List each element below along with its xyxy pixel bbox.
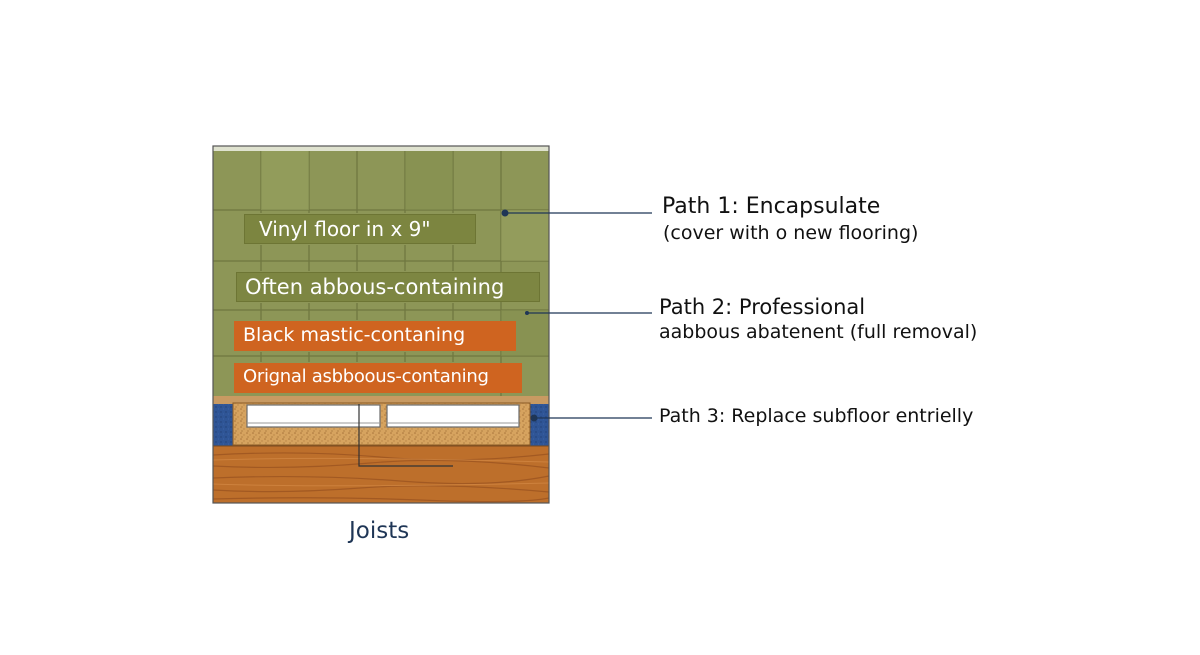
path-1-title: Path 1: Encapsulate xyxy=(662,194,881,219)
black-mastic-label: Black mastic-contaning xyxy=(234,321,516,351)
leader-line-path-1 xyxy=(501,209,652,217)
path-1-subtitle: (cover with o new flooring) xyxy=(663,222,919,244)
leader-line-path-2 xyxy=(525,311,652,315)
path-3-title: Path 3: Replace subfloor entrielly xyxy=(659,405,974,427)
underlayment-strip xyxy=(213,396,549,404)
original-containing-label: Orignal asbboous-contaning xyxy=(234,363,522,393)
path-2-title: Path 2: Professional xyxy=(659,295,866,319)
vinyl-floor-label: Vinyl floor in x 9" xyxy=(244,214,476,244)
subfloor-layer xyxy=(213,402,549,446)
joists-label: Joists xyxy=(349,518,410,544)
joist-wood-layer xyxy=(212,445,550,504)
leader-line-path-3 xyxy=(530,414,652,422)
path-2-subtitle: aabbous abatenent (full removal) xyxy=(659,321,978,343)
often-containing-label: Often abbous-containing xyxy=(236,272,540,302)
cross-section-border xyxy=(212,145,550,504)
joist-pointer-line xyxy=(358,404,453,467)
